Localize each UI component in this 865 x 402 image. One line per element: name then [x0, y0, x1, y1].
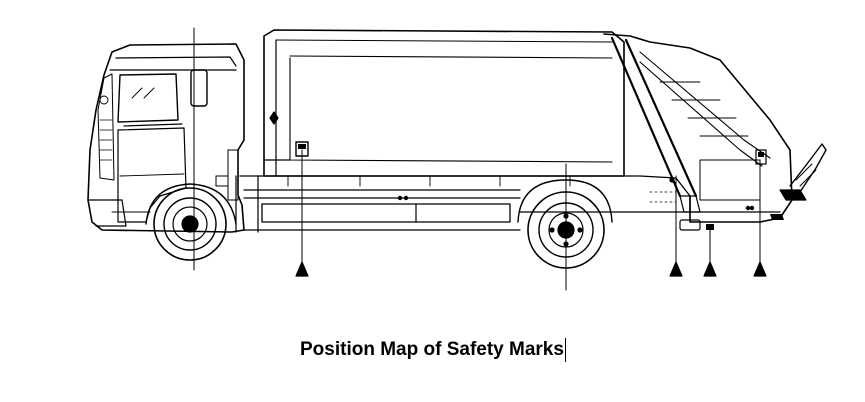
rear-wheel: [517, 179, 613, 269]
side-mirror: [190, 69, 208, 107]
text-cursor: [564, 338, 566, 362]
safety-mark-triangle-icon: [753, 261, 767, 277]
garbage-body: [263, 29, 625, 177]
cab-side-window: [117, 73, 179, 123]
truck-chassis: [235, 175, 691, 233]
safety-mark-triangle-icon: [703, 261, 717, 277]
rear-compactor: [603, 33, 827, 231]
front-wheel: [153, 187, 227, 261]
caption-area: Position Map of Safety Marks: [300, 336, 566, 364]
diagram-caption: Position Map of Safety Marks: [300, 339, 564, 360]
safety-mark-triangle-icon: [295, 261, 309, 277]
wheel-hub-icon: [181, 215, 199, 233]
safety-mark-triangle-icon: [669, 261, 683, 277]
leader-lines: [193, 27, 761, 291]
truck-cab: [87, 43, 245, 233]
safety-mark-markers: [295, 229, 767, 277]
